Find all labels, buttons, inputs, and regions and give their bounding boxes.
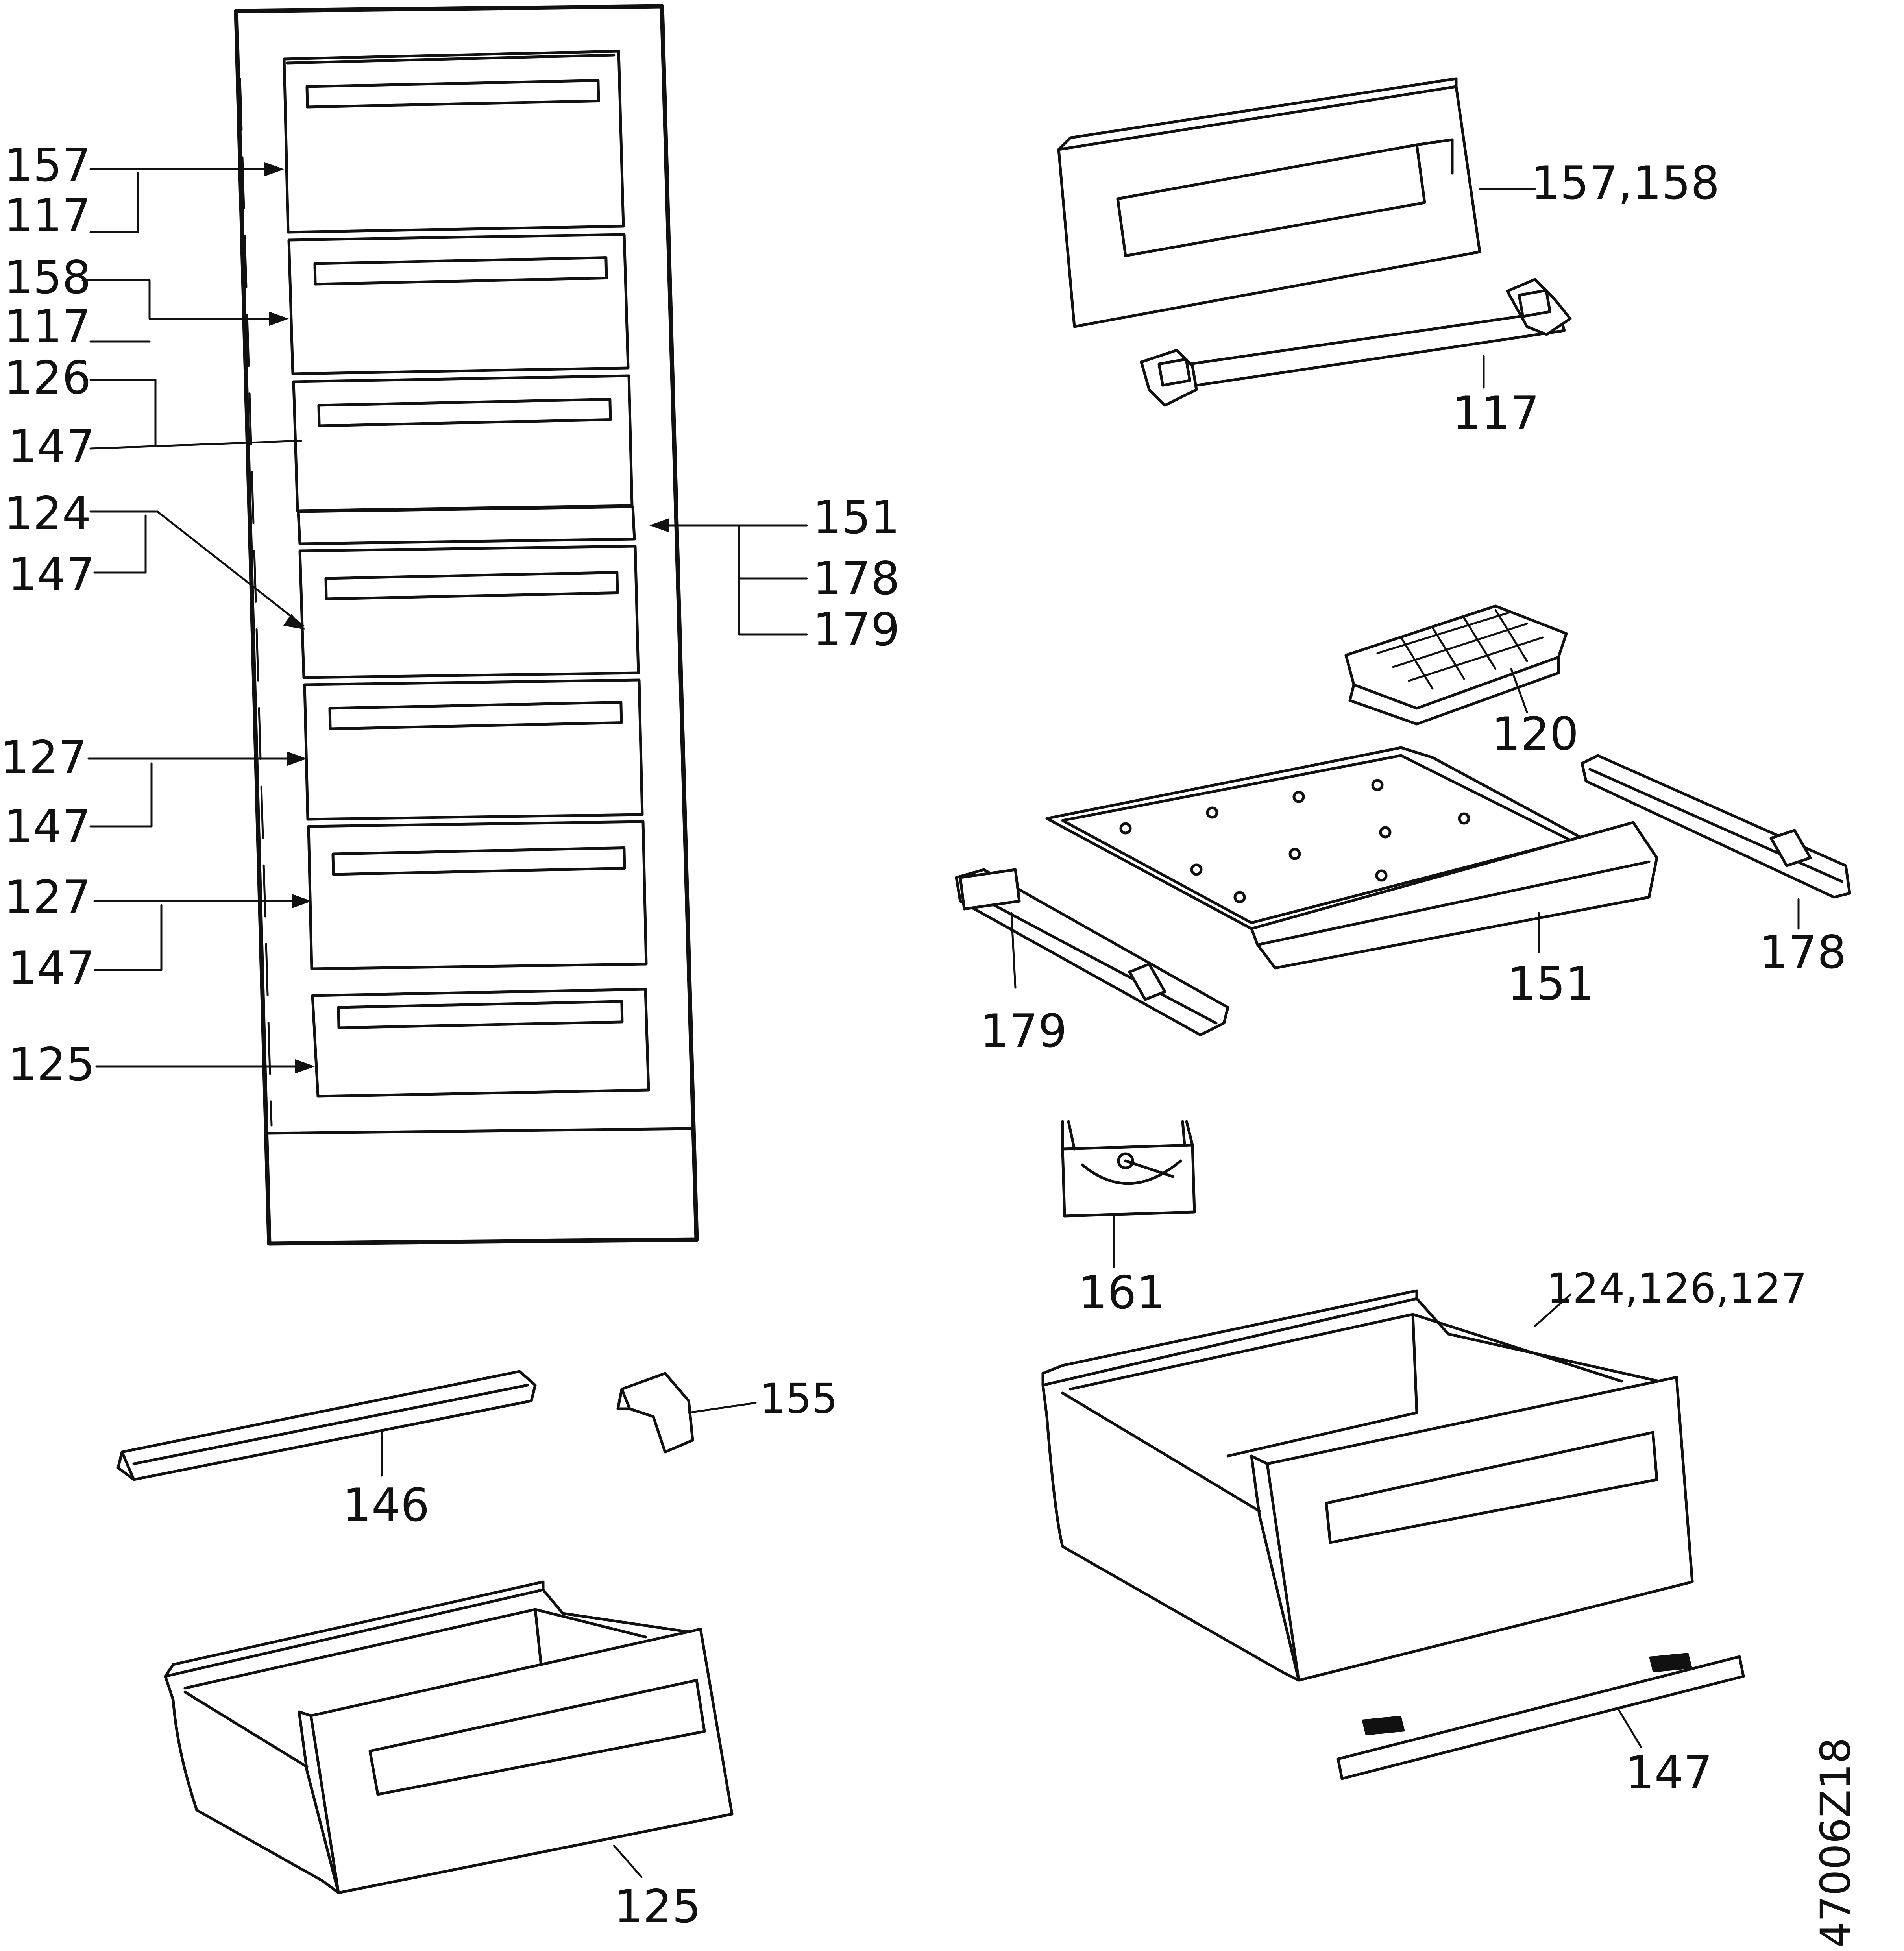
part-clip-155 [616, 1372, 757, 1454]
label-158: 158 [4, 251, 91, 304]
label-179-runner: 179 [980, 1005, 1067, 1058]
part-strip-146 [116, 1370, 537, 1481]
part-rail-117 [1140, 278, 1572, 407]
label-127-second: 127 [4, 871, 91, 924]
drawer-front-7 [311, 988, 650, 1098]
drawer-front-6 [307, 820, 648, 970]
label-125-cabinet: 125 [8, 1038, 95, 1091]
label-127-first: 127 [0, 731, 87, 784]
part-shelf-151 [1045, 746, 1658, 970]
drawer-front-4 [298, 545, 640, 679]
drawer-front-2 [287, 233, 630, 375]
drawer-front-3 [292, 374, 634, 512]
label-147-rail: 147 [1625, 1746, 1712, 1800]
shelf-holes [1119, 779, 1470, 903]
label-157-top: 157 [4, 139, 91, 192]
label-157-158: 157,158 [1531, 157, 1720, 210]
cabinet-leaders-right [649, 518, 808, 636]
label-117-second: 117 [4, 300, 91, 353]
label-125-drawer: 125 [614, 1880, 701, 1933]
part-drawer-front-panel [1057, 77, 1536, 328]
drawer-front-1 [283, 50, 625, 234]
label-178-cabinet: 178 [813, 552, 900, 605]
label-147-first: 147 [8, 420, 95, 473]
label-117-rail: 117 [1452, 387, 1539, 440]
label-178-runner: 178 [1759, 926, 1846, 979]
cabinet-leaders-left [81, 162, 315, 1073]
part-ice-tray [1344, 604, 1568, 726]
label-126: 126 [4, 351, 91, 405]
label-151-shelf: 151 [1507, 957, 1594, 1011]
drawer-front-5 [303, 678, 644, 821]
part-drawer-125 [164, 1580, 734, 1894]
label-124-126-127: 124,126,127 [1547, 1264, 1807, 1312]
drawer-gap-panel [297, 505, 636, 545]
label-117-top: 117 [4, 189, 91, 242]
label-120: 120 [1492, 708, 1579, 761]
label-161: 161 [1078, 1266, 1165, 1319]
part-drawer-large [1041, 1289, 1694, 1682]
part-thermostat-161 [1061, 1120, 1196, 1268]
part-runner-178 [1581, 754, 1851, 930]
label-179-cabinet: 179 [813, 603, 900, 656]
label-151-cabinet: 151 [813, 491, 900, 544]
label-124: 124 [4, 487, 91, 540]
freezer-cabinet [234, 4, 699, 1246]
part-rail-147 [1336, 1653, 1745, 1780]
label-147-third: 147 [4, 800, 91, 853]
drawing-code: 47006Z18 [1812, 1738, 1860, 1948]
label-146: 146 [342, 1479, 429, 1532]
part-runner-179 [955, 868, 1229, 1036]
label-155: 155 [760, 1375, 838, 1423]
label-147-second: 147 [8, 548, 95, 601]
label-147-fourth: 147 [8, 942, 95, 995]
